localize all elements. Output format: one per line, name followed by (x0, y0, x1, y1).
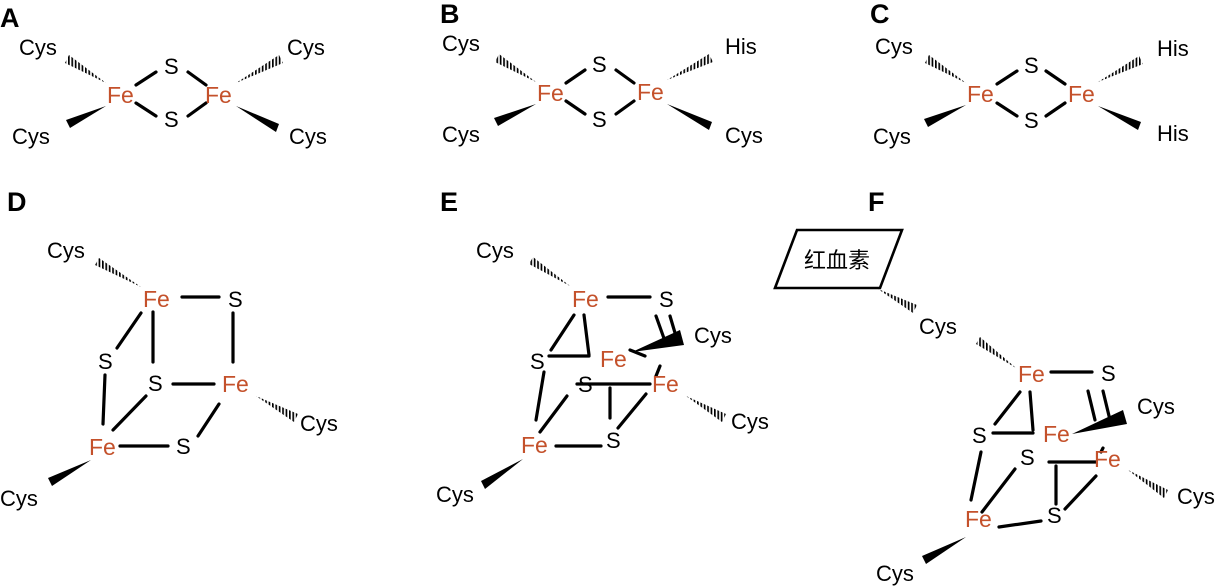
panel-c: C Fe Fe S S Cys Cys His His (870, 0, 1189, 149)
sulfur-atom: S (592, 107, 607, 132)
panel-label-a: A (0, 3, 20, 33)
hashed-wedge-bond (1128, 470, 1168, 498)
sulfur-atom: S (148, 371, 163, 396)
sulfur-atom: S (228, 287, 243, 312)
sulfur-atom: S (1020, 445, 1035, 470)
hashed-wedge-bond (925, 55, 966, 83)
sulfur-atom: S (1024, 108, 1039, 133)
iron-atom: Fe (572, 286, 599, 312)
ligand-label: Cys (300, 411, 338, 436)
solid-wedge-bond (632, 330, 684, 352)
heme-label: 红血素 (804, 249, 870, 274)
iron-atom: Fe (89, 434, 116, 460)
sulfur-atom: S (972, 423, 987, 448)
ligand-label: Cys (873, 124, 911, 149)
sulfur-atom: S (530, 349, 545, 374)
panel-label-e: E (440, 187, 458, 217)
iron-atom: Fe (967, 81, 994, 107)
panel-a: A Fe Fe S S Cys Cys Cys Cys (0, 3, 327, 149)
iron-atom: Fe (521, 432, 548, 458)
sulfur-atom: S (164, 107, 179, 132)
solid-wedge-bond (48, 460, 91, 486)
iron-atom: Fe (637, 79, 664, 105)
iron-atom: Fe (537, 80, 564, 106)
panel-label-d: D (7, 187, 27, 217)
solid-wedge-bond (236, 106, 279, 132)
panel-label-b: B (440, 0, 460, 29)
panel-label-c: C (870, 0, 890, 29)
solid-wedge-bond (667, 104, 712, 130)
ligand-label: Cys (436, 482, 474, 507)
ligand-label: Cys (919, 314, 957, 339)
panel-b: B Fe Fe S S Cys Cys His Cys (440, 0, 763, 148)
solid-wedge-bond (66, 106, 106, 128)
hashed-wedge-bond (529, 257, 570, 286)
ligand-label: Cys (442, 31, 480, 56)
ligand-label: Cys (0, 486, 38, 511)
panel-d: D Fe Fe Fe S S S S Cys Cys Cys (0, 187, 338, 511)
hashed-wedge-bond (878, 289, 917, 313)
ligand-label: Cys (12, 124, 50, 149)
sulfur-atom: S (592, 52, 607, 77)
iron-atom: Fe (1018, 361, 1045, 387)
ligand-label: His (1157, 36, 1189, 61)
hashed-wedge-bond (236, 55, 283, 83)
panel-e: E Fe Fe Fe Fe S S S S Cys Cys Cys Cys (436, 187, 769, 507)
ligand-label: His (1157, 121, 1189, 146)
ligand-label: Cys (725, 123, 763, 148)
ligand-label: Cys (1137, 394, 1175, 419)
sulfur-atom: S (176, 434, 191, 459)
ligand-label: Cys (287, 35, 325, 60)
iron-atom: Fe (1043, 421, 1070, 447)
ligand-label: Cys (731, 409, 769, 434)
hashed-wedge-bond (65, 55, 106, 83)
iron-atom: Fe (205, 82, 232, 108)
hashed-wedge-bond (686, 396, 726, 422)
iron-atom: Fe (1094, 446, 1121, 472)
iron-atom: Fe (652, 371, 679, 397)
ligand-label: Cys (19, 35, 57, 60)
solid-wedge-bond (494, 104, 536, 126)
ligand-label: Cys (1177, 484, 1215, 509)
iron-atom: Fe (143, 286, 170, 312)
iron-atom: Fe (600, 346, 627, 372)
panel-label-f: F (868, 187, 885, 217)
sulfur-atom: S (606, 428, 621, 453)
sulfur-atom: S (659, 287, 674, 312)
ligand-label: His (725, 34, 757, 59)
ligand-label: Cys (47, 238, 85, 263)
ligand-label: Cys (694, 323, 732, 348)
solid-wedge-bond (1072, 410, 1127, 434)
ligand-label: Cys (442, 122, 480, 147)
heme-group-box (773, 228, 904, 290)
solid-wedge-bond (922, 537, 966, 564)
sulfur-atom: S (578, 372, 593, 397)
iron-atom: Fe (1068, 81, 1095, 107)
iron-atom: Fe (222, 371, 249, 397)
solid-wedge-bond (1098, 106, 1141, 130)
solid-wedge-bond (924, 105, 966, 127)
sulfur-atom: S (1101, 361, 1116, 386)
iron-atom: Fe (965, 506, 992, 532)
hashed-wedge-bond (95, 258, 141, 287)
ligand-label: Cys (875, 34, 913, 59)
panel-f: F 红血素 Cys Fe Fe Fe Fe S S S S Cys Cys Cy… (773, 187, 1215, 586)
ligand-label: Cys (876, 561, 914, 586)
hashed-wedge-bond (495, 54, 536, 82)
sulfur-atom: S (1047, 503, 1062, 528)
hashed-wedge-bond (1098, 56, 1143, 82)
solid-wedge-bond (481, 459, 523, 489)
hashed-wedge-bond (976, 337, 1016, 368)
sulfur-atom: S (98, 349, 113, 374)
sulfur-atom: S (1024, 53, 1039, 78)
ligand-label: Cys (476, 238, 514, 263)
iron-atom: Fe (107, 82, 134, 108)
hashed-wedge-bond (667, 54, 713, 80)
ligand-label: Cys (289, 124, 327, 149)
hashed-wedge-bond (256, 396, 298, 422)
sulfur-atom: S (164, 54, 179, 79)
